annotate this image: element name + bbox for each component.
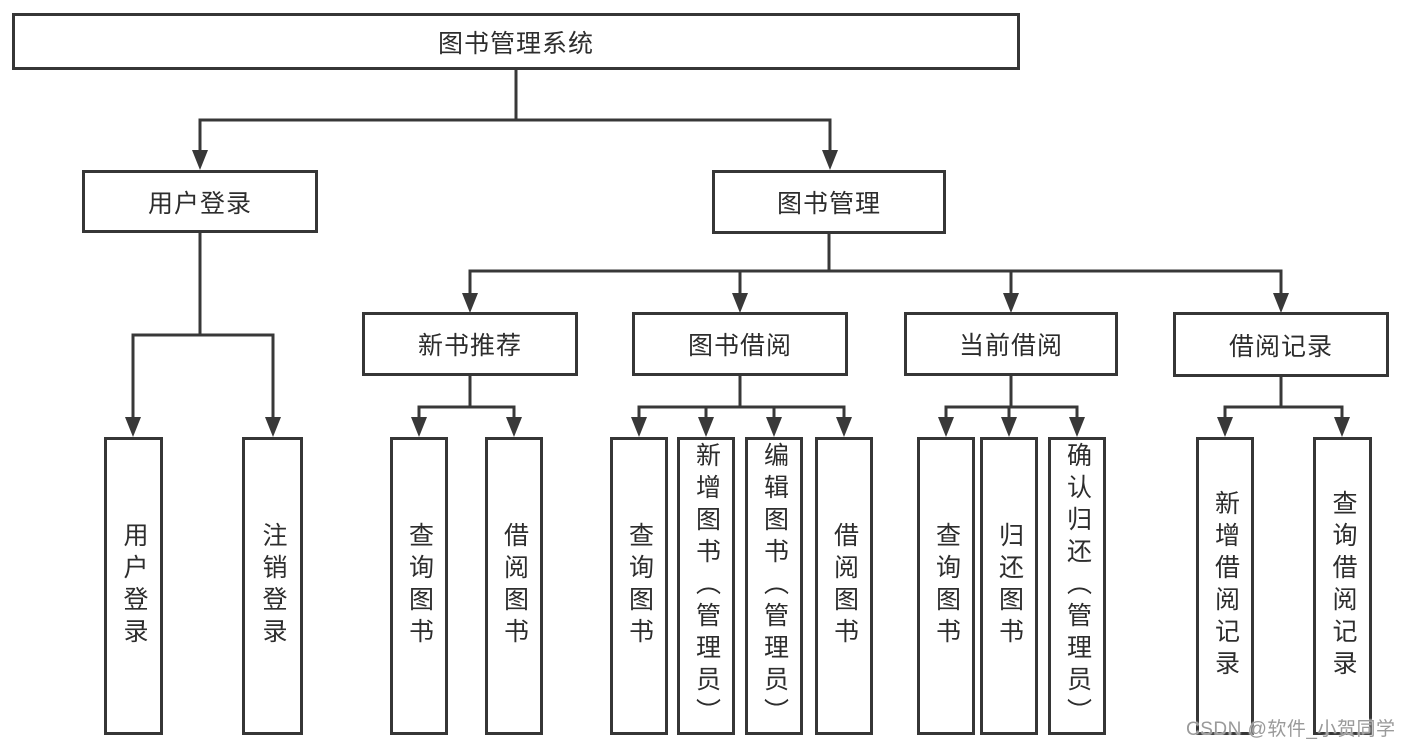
node-root: 图书管理系统 bbox=[12, 13, 1020, 70]
leaf-edit-books-admin-label: 编辑图书（管理员） bbox=[760, 442, 789, 730]
node-borrow-records: 借阅记录 bbox=[1173, 312, 1389, 377]
node-borrow-records-label: 借阅记录 bbox=[1228, 332, 1333, 361]
csdn-watermark: CSDN @软件_小贺同学 bbox=[1186, 719, 1396, 740]
leaf-add-borrow-record-label: 新增借阅记录 bbox=[1211, 490, 1240, 682]
node-book-management: 图书管理 bbox=[712, 170, 946, 234]
leaf-query-borrow-record: 查询借阅记录 bbox=[1313, 437, 1372, 735]
node-new-book-recommend-label: 新书推荐 bbox=[417, 332, 522, 360]
leaf-recommend-query-books-label: 查询图书 bbox=[405, 522, 434, 650]
leaf-user-login: 用户登录 bbox=[104, 437, 163, 735]
node-user-login: 用户登录 bbox=[82, 170, 318, 233]
leaf-return-books: 归还图书 bbox=[980, 437, 1038, 735]
node-book-management-label: 图书管理 bbox=[776, 190, 881, 218]
node-book-borrow: 图书借阅 bbox=[632, 312, 848, 376]
leaf-query-borrow-record-label: 查询借阅记录 bbox=[1329, 490, 1357, 682]
leaf-borrow-books-label: 借阅图书 bbox=[830, 522, 859, 650]
arrowheads bbox=[125, 150, 1350, 437]
leaf-logout-label: 注销登录 bbox=[259, 522, 287, 650]
connector-segments bbox=[131, 68, 1344, 425]
leaf-borrow-books: 借阅图书 bbox=[815, 437, 873, 735]
leaf-borrow-query-books-label: 查询图书 bbox=[625, 522, 654, 650]
leaf-confirm-return-admin-label: 确认归还（管理员） bbox=[1063, 442, 1092, 730]
leaf-add-books-admin: 新增图书（管理员） bbox=[677, 437, 735, 735]
leaf-add-borrow-record: 新增借阅记录 bbox=[1196, 437, 1254, 735]
leaf-current-query-books: 查询图书 bbox=[917, 437, 975, 735]
leaf-recommend-query-books: 查询图书 bbox=[390, 437, 448, 735]
leaf-edit-books-admin: 编辑图书（管理员） bbox=[745, 437, 803, 735]
leaf-current-query-books-label: 查询图书 bbox=[932, 522, 961, 650]
node-new-book-recommend: 新书推荐 bbox=[362, 312, 578, 376]
node-current-borrow: 当前借阅 bbox=[904, 312, 1118, 376]
node-current-borrow-label: 当前借阅 bbox=[958, 332, 1063, 360]
leaf-borrow-query-books: 查询图书 bbox=[610, 437, 668, 735]
leaf-user-login-label: 用户登录 bbox=[120, 522, 148, 650]
leaf-confirm-return-admin: 确认归还（管理员） bbox=[1048, 437, 1106, 735]
leaf-add-books-admin-label: 新增图书（管理员） bbox=[692, 442, 721, 730]
node-root-label: 图书管理系统 bbox=[437, 29, 594, 58]
leaf-recommend-borrow-books: 借阅图书 bbox=[485, 437, 543, 735]
node-book-borrow-label: 图书借阅 bbox=[687, 332, 792, 360]
leaf-logout: 注销登录 bbox=[242, 437, 303, 735]
leaf-recommend-borrow-books-label: 借阅图书 bbox=[500, 522, 529, 650]
node-user-login-label: 用户登录 bbox=[147, 189, 252, 218]
leaf-return-books-label: 归还图书 bbox=[995, 522, 1024, 650]
